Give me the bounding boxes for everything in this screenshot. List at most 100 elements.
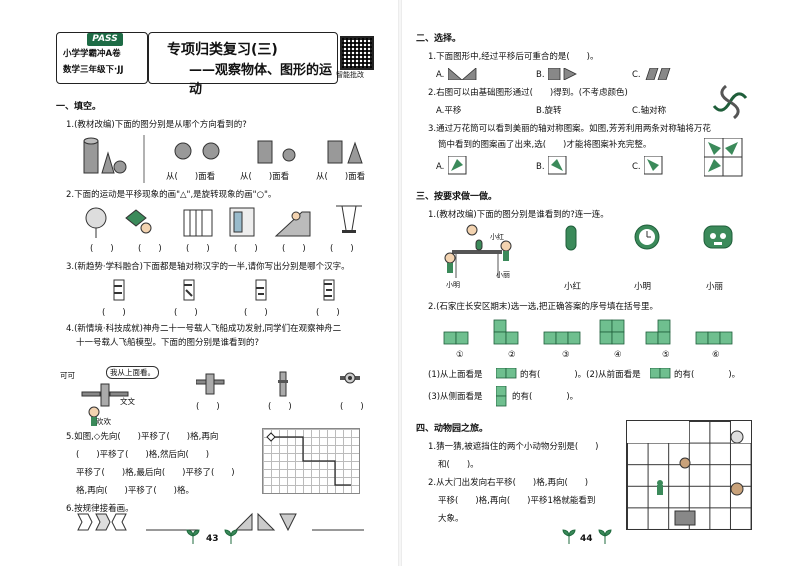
answer-paren[interactable]: ( ): [138, 244, 162, 254]
qr-code-icon[interactable]: [340, 36, 374, 70]
option-label[interactable]: B.: [536, 162, 545, 172]
kaleidoscope-option-icon[interactable]: [448, 156, 468, 176]
sprout-icon: [598, 529, 612, 544]
option-label[interactable]: B.: [536, 70, 545, 80]
pattern-sequences: [77, 512, 364, 532]
elephant-icon: [730, 430, 744, 444]
question-text: 和( )。: [438, 460, 479, 470]
kaleidoscope-option-icon[interactable]: [644, 156, 664, 176]
question-text: 3.(新趋势·学科融合)下面都是轴对称汉字的一半,请你写出分别是哪个汉字。: [66, 262, 350, 272]
robot-face-icon[interactable]: [702, 222, 734, 252]
kid-icon: [466, 224, 478, 236]
option-label[interactable]: C.轴对称: [632, 106, 667, 116]
globe-icon: [85, 207, 107, 238]
option-number: ⑥: [712, 350, 720, 360]
answer-paren[interactable]: ( ): [282, 244, 306, 254]
kid-name: 小明: [446, 281, 460, 289]
question-text: 2.(石家庄长安区期末)选一选,把正确答案的序号填在括号里。: [428, 302, 658, 312]
kaleidoscope-option-icon[interactable]: [548, 156, 568, 176]
question-text: 大象。: [438, 514, 464, 524]
escalator-kid-icon: [274, 211, 311, 237]
view-shape-icon: [496, 386, 507, 407]
answer-paren[interactable]: ( ): [196, 402, 220, 412]
title-box: 专项归类复习(三) ——观察物体、图形的运动: [148, 32, 338, 97]
sprout-icon: [562, 529, 576, 544]
answer-paren[interactable]: ( ): [174, 308, 198, 318]
left-page: PASS 小学学霸冲A卷 数学三年级下·JJ 专项归类复习(三) ——观察物体、…: [56, 32, 374, 544]
question-text: 筒中看到的图案画了出来,选( )才能将图案补充完整。: [438, 140, 652, 150]
shape-option-icon[interactable]: [548, 68, 578, 80]
answer-paren[interactable]: ( ): [316, 308, 340, 318]
answer-paren[interactable]: ( ): [186, 244, 210, 254]
question-text: 4.(新情境·科技成就)神舟二十一号载人飞船成功发射,同学们在观察神舟二: [66, 324, 342, 334]
kid-name: 可可: [60, 371, 75, 380]
question-text: ( )平移了( )格,然后向( ): [76, 450, 210, 460]
shape-option-icon[interactable]: [448, 68, 478, 80]
section-title: 二、选择。: [416, 34, 462, 44]
option-label[interactable]: A.: [436, 70, 445, 80]
view-shape-icon: [496, 368, 517, 379]
spaceship-model-with-kids: [81, 383, 129, 426]
clock-icon[interactable]: [632, 222, 662, 252]
capsule-icon: [475, 239, 483, 251]
page-title: 专项归类复习(三): [167, 42, 278, 58]
option-number: ⑤: [662, 350, 670, 360]
page-number: 43: [206, 534, 219, 544]
translation-grid: [262, 428, 360, 494]
answer-paren[interactable]: ( ): [330, 244, 354, 254]
question-text: 1.(教材改编)下面的图分别是谁看到的?连一连。: [428, 210, 609, 220]
capsule-view-icon[interactable]: [564, 224, 580, 252]
half-character-icon: [113, 279, 125, 301]
shape-option-icon[interactable]: [644, 68, 674, 80]
half-character-icon: [323, 279, 335, 301]
option-label[interactable]: C.: [632, 70, 641, 80]
path-arrows: [266, 432, 351, 486]
answer-paren[interactable]: ( ): [234, 244, 258, 254]
answer-paren[interactable]: ( ): [102, 308, 126, 318]
spaceship-view-icon: [340, 372, 360, 384]
speech-bubble: 我从上面看。: [106, 366, 159, 379]
answer-paren[interactable]: ( ): [244, 308, 268, 318]
right-page: 二、选择。 1.下面图形中,经过平移后可重合的是( )。 A. B. C. 2.…: [400, 0, 800, 566]
question-text: 2.从大门出发向右平移( )格,再向( ): [428, 478, 589, 488]
lion-icon: [730, 482, 744, 496]
kid-icon: [88, 406, 100, 426]
option-label[interactable]: B.旋转: [536, 106, 562, 116]
cube-figures: [443, 319, 733, 345]
view-shape-icon: [650, 368, 671, 379]
blank-text[interactable]: 从( )面看: [316, 172, 366, 182]
cube-stack-icon: [493, 319, 519, 345]
option-label[interactable]: A.平移: [436, 106, 462, 116]
kid-name: 欢欢: [96, 417, 111, 426]
option-label[interactable]: C.: [632, 162, 641, 172]
answer-paren[interactable]: ( ): [90, 244, 114, 254]
question-text: 3.通过万花筒可以看到美丽的轴对称图案。如图,芳芳利用两条对称轴将万花: [428, 124, 711, 134]
section-title: 一、填空。: [56, 102, 102, 112]
sprout-icon: [224, 529, 238, 544]
question-text: 格,再向( )平移了( )格。: [76, 486, 194, 496]
q2-figures: [85, 205, 362, 238]
answer-paren[interactable]: ( ): [340, 402, 364, 412]
window-icon: [229, 207, 255, 237]
q1-figures: [83, 135, 363, 183]
person-label: 小丽: [706, 282, 724, 292]
question-text: 十一号载人飞船模型。下面的图分别是谁看到的?: [76, 338, 260, 348]
blank-text[interactable]: 从( )面看: [240, 172, 290, 182]
section-title: 三、按要求做一做。: [416, 192, 498, 202]
question-text: 1.下面图形中,经过平移后可重合的是( )。: [428, 52, 599, 62]
answer-paren[interactable]: ( ): [268, 402, 292, 412]
question-text: 的有( )。: [674, 370, 741, 380]
kid-name: 小红: [490, 233, 504, 241]
giraffe-icon: [657, 480, 663, 495]
question-text: 5.如图,◇先向( )平移了( )格,再向: [66, 432, 219, 442]
question-text: 2.下面的运动是平移现象的画"△",是旋转现象的画"○"。: [66, 190, 277, 200]
option-number: ④: [614, 350, 622, 360]
cube-stack-icon: [645, 319, 671, 345]
option-label[interactable]: A.: [436, 162, 445, 172]
spaceship-model-icon: [81, 383, 129, 407]
zoo-animals: [627, 421, 751, 526]
half-characters: [113, 279, 335, 301]
kaleidoscope-pattern-icon: [704, 138, 743, 177]
series-box: PASS 小学学霸冲A卷 数学三年级下·JJ: [56, 32, 148, 84]
blank-text[interactable]: 从( )面看: [166, 172, 216, 182]
